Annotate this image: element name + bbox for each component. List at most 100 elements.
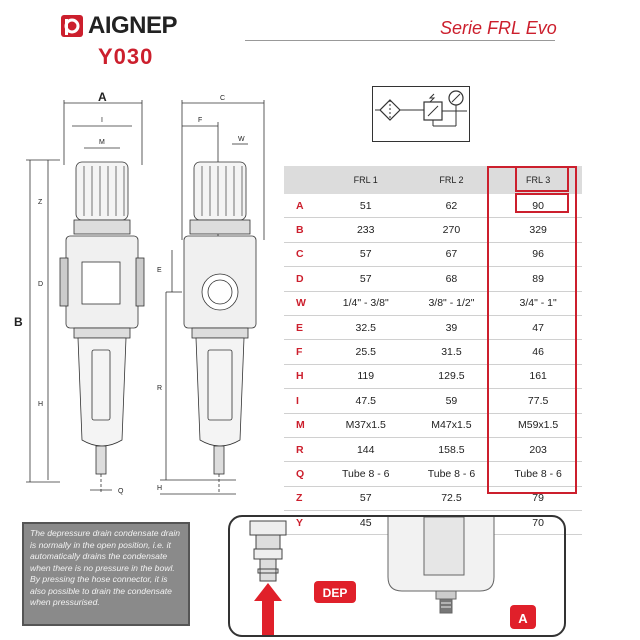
table-cell: 31.5 <box>408 339 495 365</box>
table-cell: 158.5 <box>408 437 495 463</box>
technical-drawing: A I M C F W B Z D H E R Q H <box>14 90 265 495</box>
aignep-logo-icon <box>61 15 83 37</box>
dep-badge <box>314 581 356 603</box>
row-label: Z <box>284 486 323 512</box>
row-label: E <box>284 315 323 341</box>
row-label: Y <box>284 510 323 536</box>
dim-label-h2: H <box>157 485 162 492</box>
table-cell: 46 <box>494 339 582 365</box>
dim-label-e: E <box>157 267 162 274</box>
table-cell: 270 <box>408 217 495 243</box>
table-cell: 3/4" - 1" <box>494 291 582 316</box>
table-cell: 57 <box>322 486 409 512</box>
table-cell: 47 <box>494 315 582 341</box>
dim-label-m: M <box>99 139 105 146</box>
table-cell: 3/8" - 1/2" <box>408 291 495 316</box>
dim-label-b: B <box>14 315 23 329</box>
col-frl3: FRL 3 <box>494 166 582 194</box>
table-cell: 89 <box>494 266 582 292</box>
table-cell: 329 <box>494 217 582 243</box>
dim-label-f: F <box>198 117 202 124</box>
table-cell: 233 <box>322 217 409 243</box>
dim-label-w: W <box>238 136 245 143</box>
table-cell: 70 <box>494 510 582 536</box>
table-cell: 57 <box>322 266 409 292</box>
table-cell: M37x1.5 <box>322 413 409 438</box>
drain-note: The depressure drain condensate drain is… <box>22 522 190 626</box>
frl-symbol-icon <box>372 86 470 142</box>
table-cell: Tube 8 - 6 <box>408 461 495 487</box>
table-cell: Tube 8 - 6 <box>322 461 409 487</box>
table-cell: 161 <box>494 364 582 390</box>
dim-label-i: I <box>101 117 103 124</box>
table-cell: 47.5 <box>322 388 409 414</box>
row-label: D <box>284 266 323 292</box>
brand-name: AIGNEP <box>88 12 178 39</box>
table-cell: 57 <box>322 242 409 268</box>
brand-logo: AIGNEP <box>60 12 200 40</box>
dep-label: DEP <box>323 586 348 600</box>
table-cell: 39 <box>408 315 495 341</box>
dim-label-a: A <box>98 90 107 104</box>
col-frl2: FRL 2 <box>408 166 495 194</box>
row-label: C <box>284 242 323 268</box>
table-cell: Tube 8 - 6 <box>494 461 582 487</box>
table-cell: 79 <box>494 486 582 512</box>
a-label: A <box>518 611 528 626</box>
col-frl1: FRL 1 <box>322 166 409 194</box>
row-label: A <box>284 194 323 219</box>
table-header-row: FRL 1 FRL 2 FRL 3 <box>284 166 582 194</box>
table-cell: 72.5 <box>408 486 495 512</box>
row-label: F <box>284 339 323 365</box>
row-label: I <box>284 388 323 414</box>
row-label: H <box>284 364 323 390</box>
drain-detail-drawing: DEP A <box>249 517 536 635</box>
table-cell: 67 <box>408 242 495 268</box>
table-cell: M47x1.5 <box>408 413 495 438</box>
header-blank <box>284 166 323 194</box>
dim-label-q: Q <box>118 488 124 495</box>
table-cell: 90 <box>494 194 582 219</box>
dim-label-c: C <box>220 95 225 102</box>
table-cell: 144 <box>322 437 409 463</box>
a-badge <box>510 605 536 629</box>
table-cell: 62 <box>408 194 495 219</box>
table-cell: 77.5 <box>494 388 582 414</box>
table-cell: 51 <box>322 194 409 219</box>
dim-label-z: Z <box>38 199 43 206</box>
dim-label-r: R <box>157 385 162 392</box>
table-cell: 32.5 <box>322 315 409 341</box>
table-cell: 59 <box>408 388 495 414</box>
table-cell: 129.5 <box>408 364 495 390</box>
table-cell: 25.5 <box>322 339 409 365</box>
row-label: B <box>284 217 323 243</box>
model-code: Y030 <box>98 44 154 69</box>
table-cell: 68 <box>408 266 495 292</box>
dim-label-h: H <box>38 401 43 408</box>
table-cell: M59x1.5 <box>494 413 582 438</box>
drain-detail-panel: DEP A <box>228 515 566 637</box>
header-divider <box>245 40 555 41</box>
table-cell: 96 <box>494 242 582 268</box>
series-title: Serie FRL Evo <box>440 18 557 38</box>
row-label: Q <box>284 461 323 487</box>
row-label: R <box>284 437 323 463</box>
row-label: W <box>284 291 323 316</box>
row-label: M <box>284 413 323 438</box>
up-arrow-icon <box>254 583 282 635</box>
table-cell: 119 <box>322 364 409 390</box>
dim-label-d: D <box>38 281 43 288</box>
